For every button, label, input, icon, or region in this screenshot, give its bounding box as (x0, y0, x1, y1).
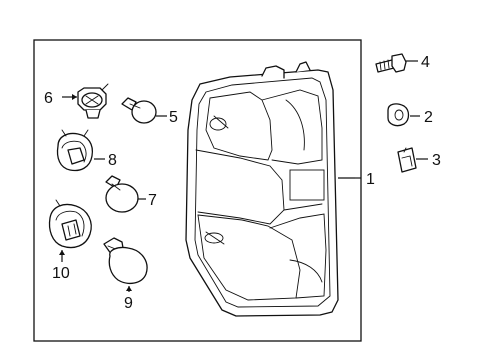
callout-9: 9 (124, 295, 133, 312)
part-4-screw (375, 53, 418, 73)
callout-5: 5 (169, 109, 178, 126)
tail-lamp-assembly (185, 61, 361, 317)
callout-3: 3 (432, 152, 441, 169)
part-2-grommet (387, 103, 420, 127)
part-10-socket (48, 199, 92, 262)
part-7-bulb (105, 175, 146, 213)
callout-1: 1 (366, 171, 375, 188)
part-3-clip (397, 147, 428, 173)
assembly-frame (33, 39, 362, 342)
part-5-bulb (121, 97, 167, 124)
callout-4: 4 (421, 54, 430, 71)
callout-2: 2 (424, 109, 433, 126)
callout-6: 6 (44, 90, 53, 107)
callout-7: 7 (148, 192, 157, 209)
part-8-socket (56, 129, 105, 172)
part-6-socket (62, 83, 109, 119)
part-9-bulb (103, 237, 148, 292)
callout-10: 10 (52, 265, 70, 282)
callout-8: 8 (108, 152, 117, 169)
